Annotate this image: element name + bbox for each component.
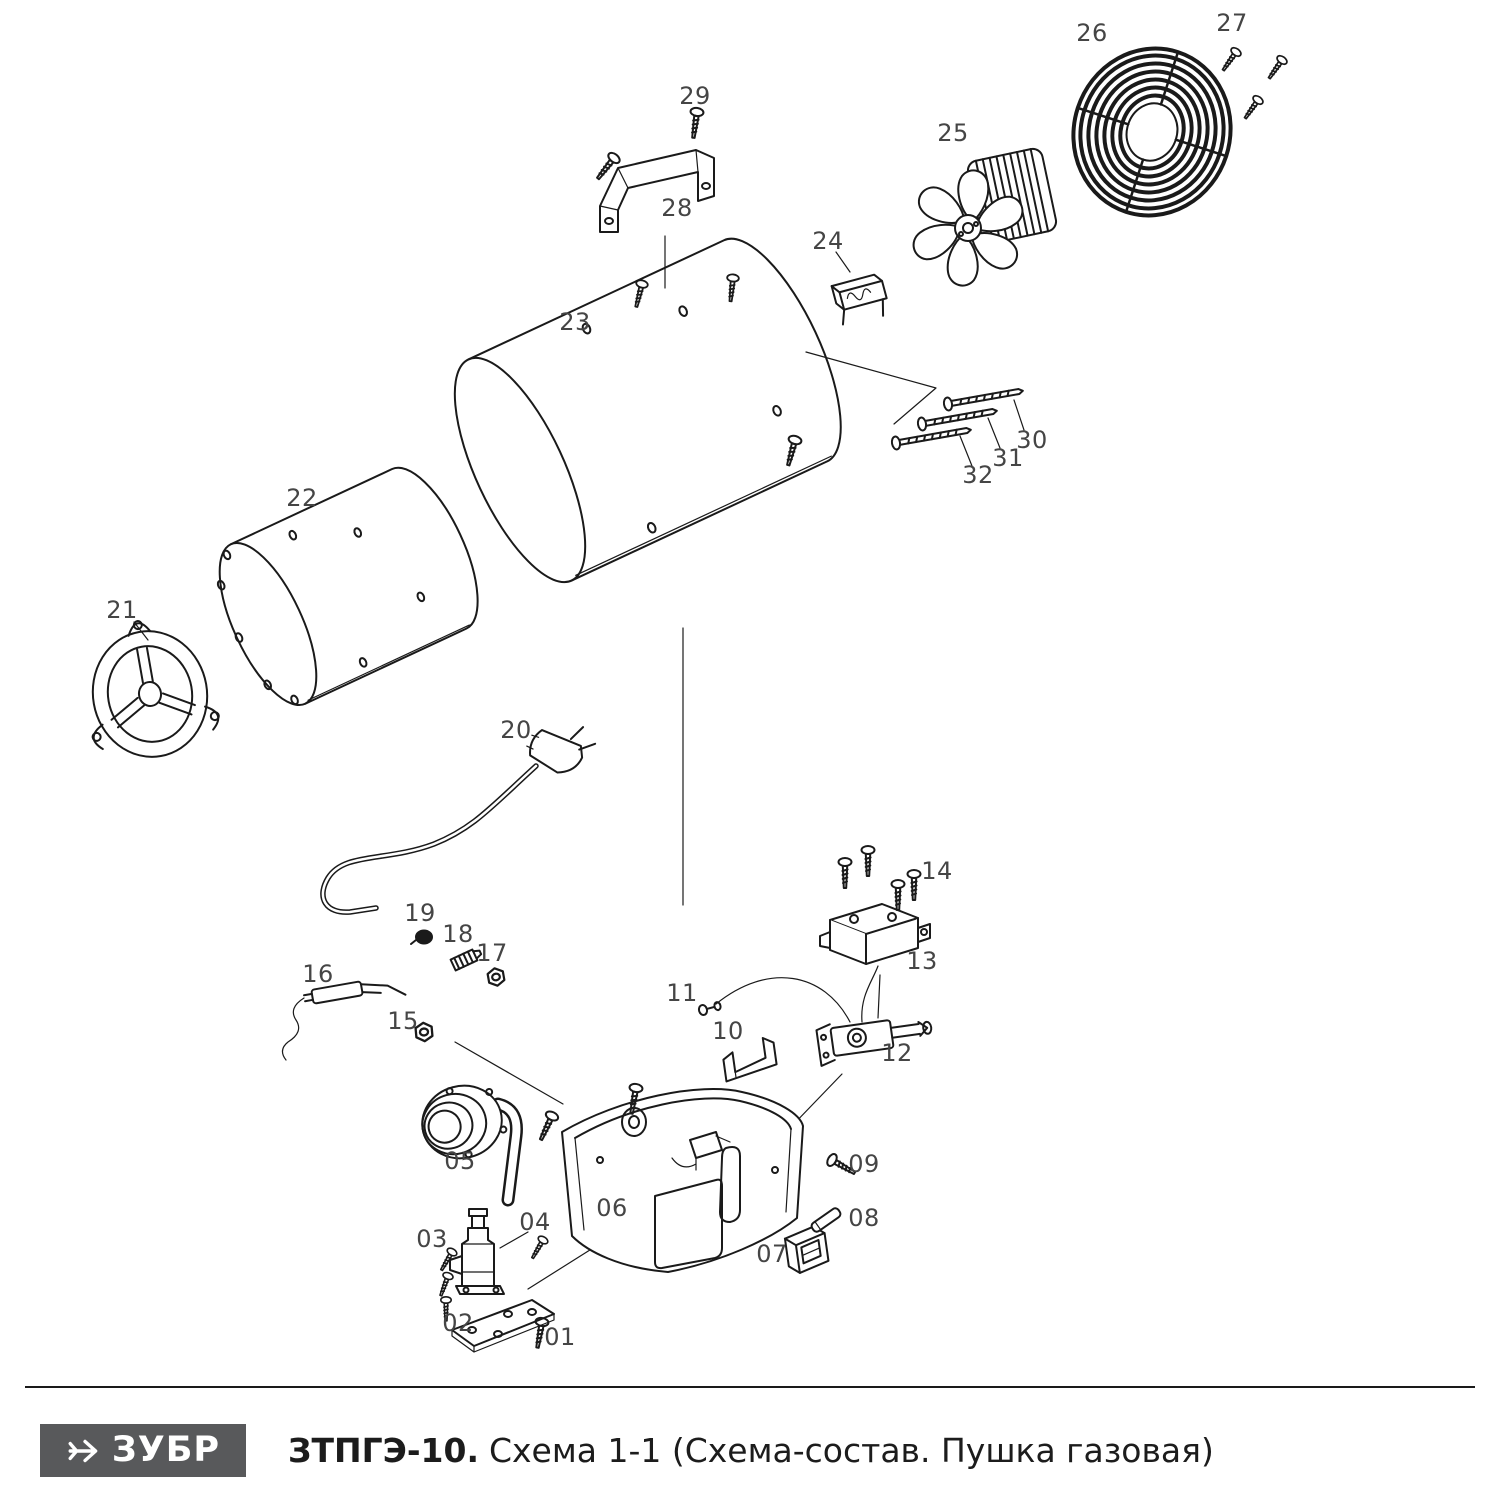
part-04-regulator: [449, 1208, 505, 1295]
part-07-switch: [783, 1225, 830, 1274]
part-23-outer-cylinder: [453, 237, 842, 584]
part-22-inner-cylinder: [216, 466, 479, 707]
part-20-power-cord: [320, 726, 597, 915]
part-24-bracket: [830, 273, 888, 326]
part-08-pin: [810, 1207, 842, 1233]
schema-title-text: Схема 1-1 (Схема-состав. Пушка газовая): [488, 1431, 1214, 1470]
part-02-base-bracket: [451, 1299, 555, 1353]
part-12-gas-valve: [815, 1019, 933, 1067]
footer-divider: [25, 1386, 1475, 1388]
part-14-screws: [837, 845, 922, 911]
schema-title: ЗТПГЭ-10. Схема 1-1 (Схема-состав. Пушка…: [288, 1424, 1214, 1477]
part-11-fitting: [697, 1001, 722, 1016]
capillary-wires: [715, 965, 879, 1023]
part-15-nut: [414, 1020, 434, 1044]
schema-title-model: ЗТПГЭ-10.: [288, 1431, 479, 1470]
part-26-fan-guard: [1071, 46, 1233, 218]
part-10-bracket: [722, 1036, 778, 1083]
part-06-base-housing: [561, 1088, 804, 1273]
parts-30-31-32-long-screws: [889, 383, 1025, 452]
part-21-ring-guard: [91, 620, 220, 758]
part-13-control-box: [819, 903, 931, 965]
part-09-screw: [824, 1151, 859, 1180]
part-18-fitting: [449, 948, 483, 972]
part-28-handle: [599, 149, 715, 233]
part-17-nut: [485, 965, 507, 989]
part-29-screw: [685, 106, 705, 140]
part-25-motor-fan: [912, 147, 1058, 287]
brand-name: ЗУБР: [111, 1430, 221, 1470]
leader-lines: [133, 235, 1025, 1290]
part-05-burner: [421, 1084, 523, 1207]
brand-logo: ЗУБР: [40, 1424, 246, 1477]
zubr-logo-icon: [68, 1439, 98, 1462]
part-16-igniter: [281, 980, 407, 1061]
part-19-knob: [410, 929, 433, 945]
